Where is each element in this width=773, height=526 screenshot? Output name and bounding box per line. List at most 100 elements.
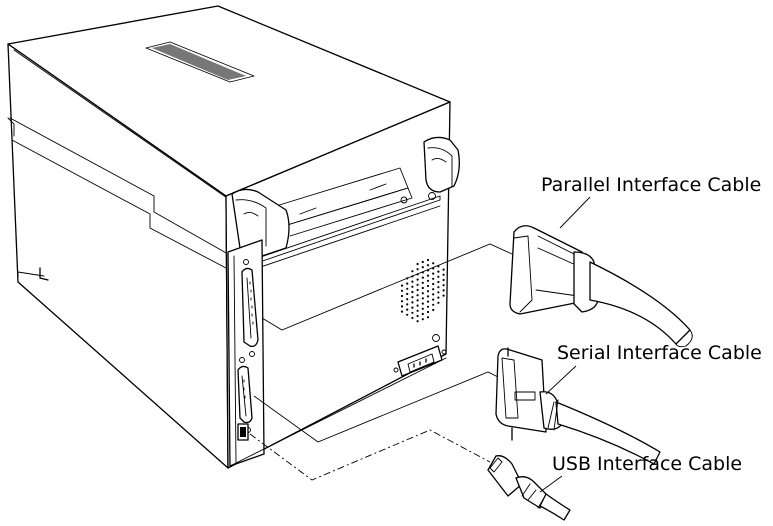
vent-hole (406, 313, 409, 316)
vent-hole (411, 285, 414, 288)
vent-hole (432, 262, 435, 265)
vent-hole (421, 281, 424, 284)
vent-hole (400, 300, 404, 303)
vent-hole (426, 290, 430, 293)
vent-hole (432, 303, 435, 306)
vent-hole (411, 280, 414, 283)
vent-hole (437, 270, 440, 273)
vent-hole (406, 303, 409, 306)
vent-hole (400, 310, 404, 313)
vent-hole (416, 314, 419, 318)
vent-hole (432, 298, 435, 301)
vent-hole (426, 284, 430, 288)
vent-hole (421, 307, 424, 310)
vent-hole (426, 279, 430, 282)
ribbon-slot-lip (283, 187, 413, 237)
left-hinge-detail (235, 199, 267, 247)
vent-hole (442, 268, 445, 271)
side-left-edge (7, 117, 15, 137)
serial-connector (495, 348, 547, 433)
screw-hole (393, 367, 399, 373)
parallel-connector-face (513, 235, 533, 313)
side-seam-2 (11, 139, 227, 269)
vent-hole (426, 310, 430, 314)
vent-hole (421, 302, 424, 305)
vent-hole (421, 260, 424, 264)
usb-port-inner (240, 427, 246, 437)
vent-hole (437, 301, 440, 304)
vent-hole (426, 258, 430, 262)
vent-hole (442, 294, 445, 297)
vent-hole (432, 288, 435, 291)
parallel-label-pointer (559, 196, 591, 229)
vent-hole (416, 309, 419, 312)
parallel-cable (509, 225, 693, 348)
top-window-glass (152, 44, 246, 80)
vent-hole (400, 284, 404, 287)
vent-hole (416, 283, 419, 286)
vent-hole (416, 262, 419, 266)
serial-cable-label: Serial Interface Cable (557, 342, 762, 364)
parallel-cord-end (675, 329, 693, 348)
parallel-cord (589, 261, 691, 345)
vent-hole (442, 278, 445, 282)
usb-leader-line (249, 429, 491, 481)
side-foot (39, 267, 49, 281)
screw-hole (432, 334, 440, 342)
serial-leader-line (253, 371, 501, 443)
printer-rear-face (225, 101, 451, 469)
right-hinge-detail (427, 147, 453, 187)
vent-hole (421, 312, 424, 316)
vent-hole (416, 299, 419, 302)
serial-port-pins (241, 375, 247, 417)
vent-hole (411, 296, 414, 299)
vent-hole (421, 292, 424, 295)
vent-hole (432, 272, 435, 275)
vent-hole (406, 287, 409, 290)
printer (7, 5, 460, 469)
vent-hole (432, 293, 435, 296)
usb-label-pointer (539, 475, 563, 493)
power-socket-pins (413, 358, 427, 368)
vent-hole (416, 320, 419, 323)
ribbon-slot-edge (299, 183, 387, 215)
side-seam-1 (9, 117, 229, 255)
vent-hole (411, 301, 414, 304)
vent-hole (437, 296, 440, 299)
interface-panel-edge (233, 255, 237, 463)
vent-hole (426, 300, 430, 303)
rear-bottom-edge (229, 357, 447, 467)
parallel-port-pins (246, 277, 254, 339)
screw-hole (249, 351, 255, 357)
serial-cord-rings (547, 399, 559, 431)
vent-hole (421, 318, 424, 321)
screw-hole (239, 357, 245, 363)
vent-hole (406, 292, 409, 296)
usb-cord-rings (521, 483, 545, 509)
vent-hole (406, 308, 409, 311)
usb-cable (487, 455, 571, 521)
vent-hole (416, 268, 419, 271)
printer-top-window (145, 41, 255, 83)
serial-connector-screws (507, 347, 513, 441)
parallel-leader-line (261, 243, 513, 331)
vent-hole (411, 270, 414, 273)
usb-cord (539, 493, 571, 521)
serial-label-pointer (545, 365, 577, 395)
vent-hole (432, 277, 435, 280)
vent-hole (426, 305, 430, 308)
screw-hole (400, 196, 408, 204)
vent-hole (421, 276, 424, 279)
vent-hole (442, 273, 445, 276)
vent-hole (442, 289, 445, 292)
right-hinge (423, 136, 460, 193)
vent-hole (406, 298, 409, 301)
parallel-port (241, 267, 259, 348)
vent-hole (437, 275, 440, 278)
serial-connector-face (501, 357, 519, 419)
usb-connector-face (489, 457, 503, 473)
vent-hole (426, 316, 430, 319)
vent-hole (400, 294, 404, 298)
screw-hole (243, 259, 249, 265)
